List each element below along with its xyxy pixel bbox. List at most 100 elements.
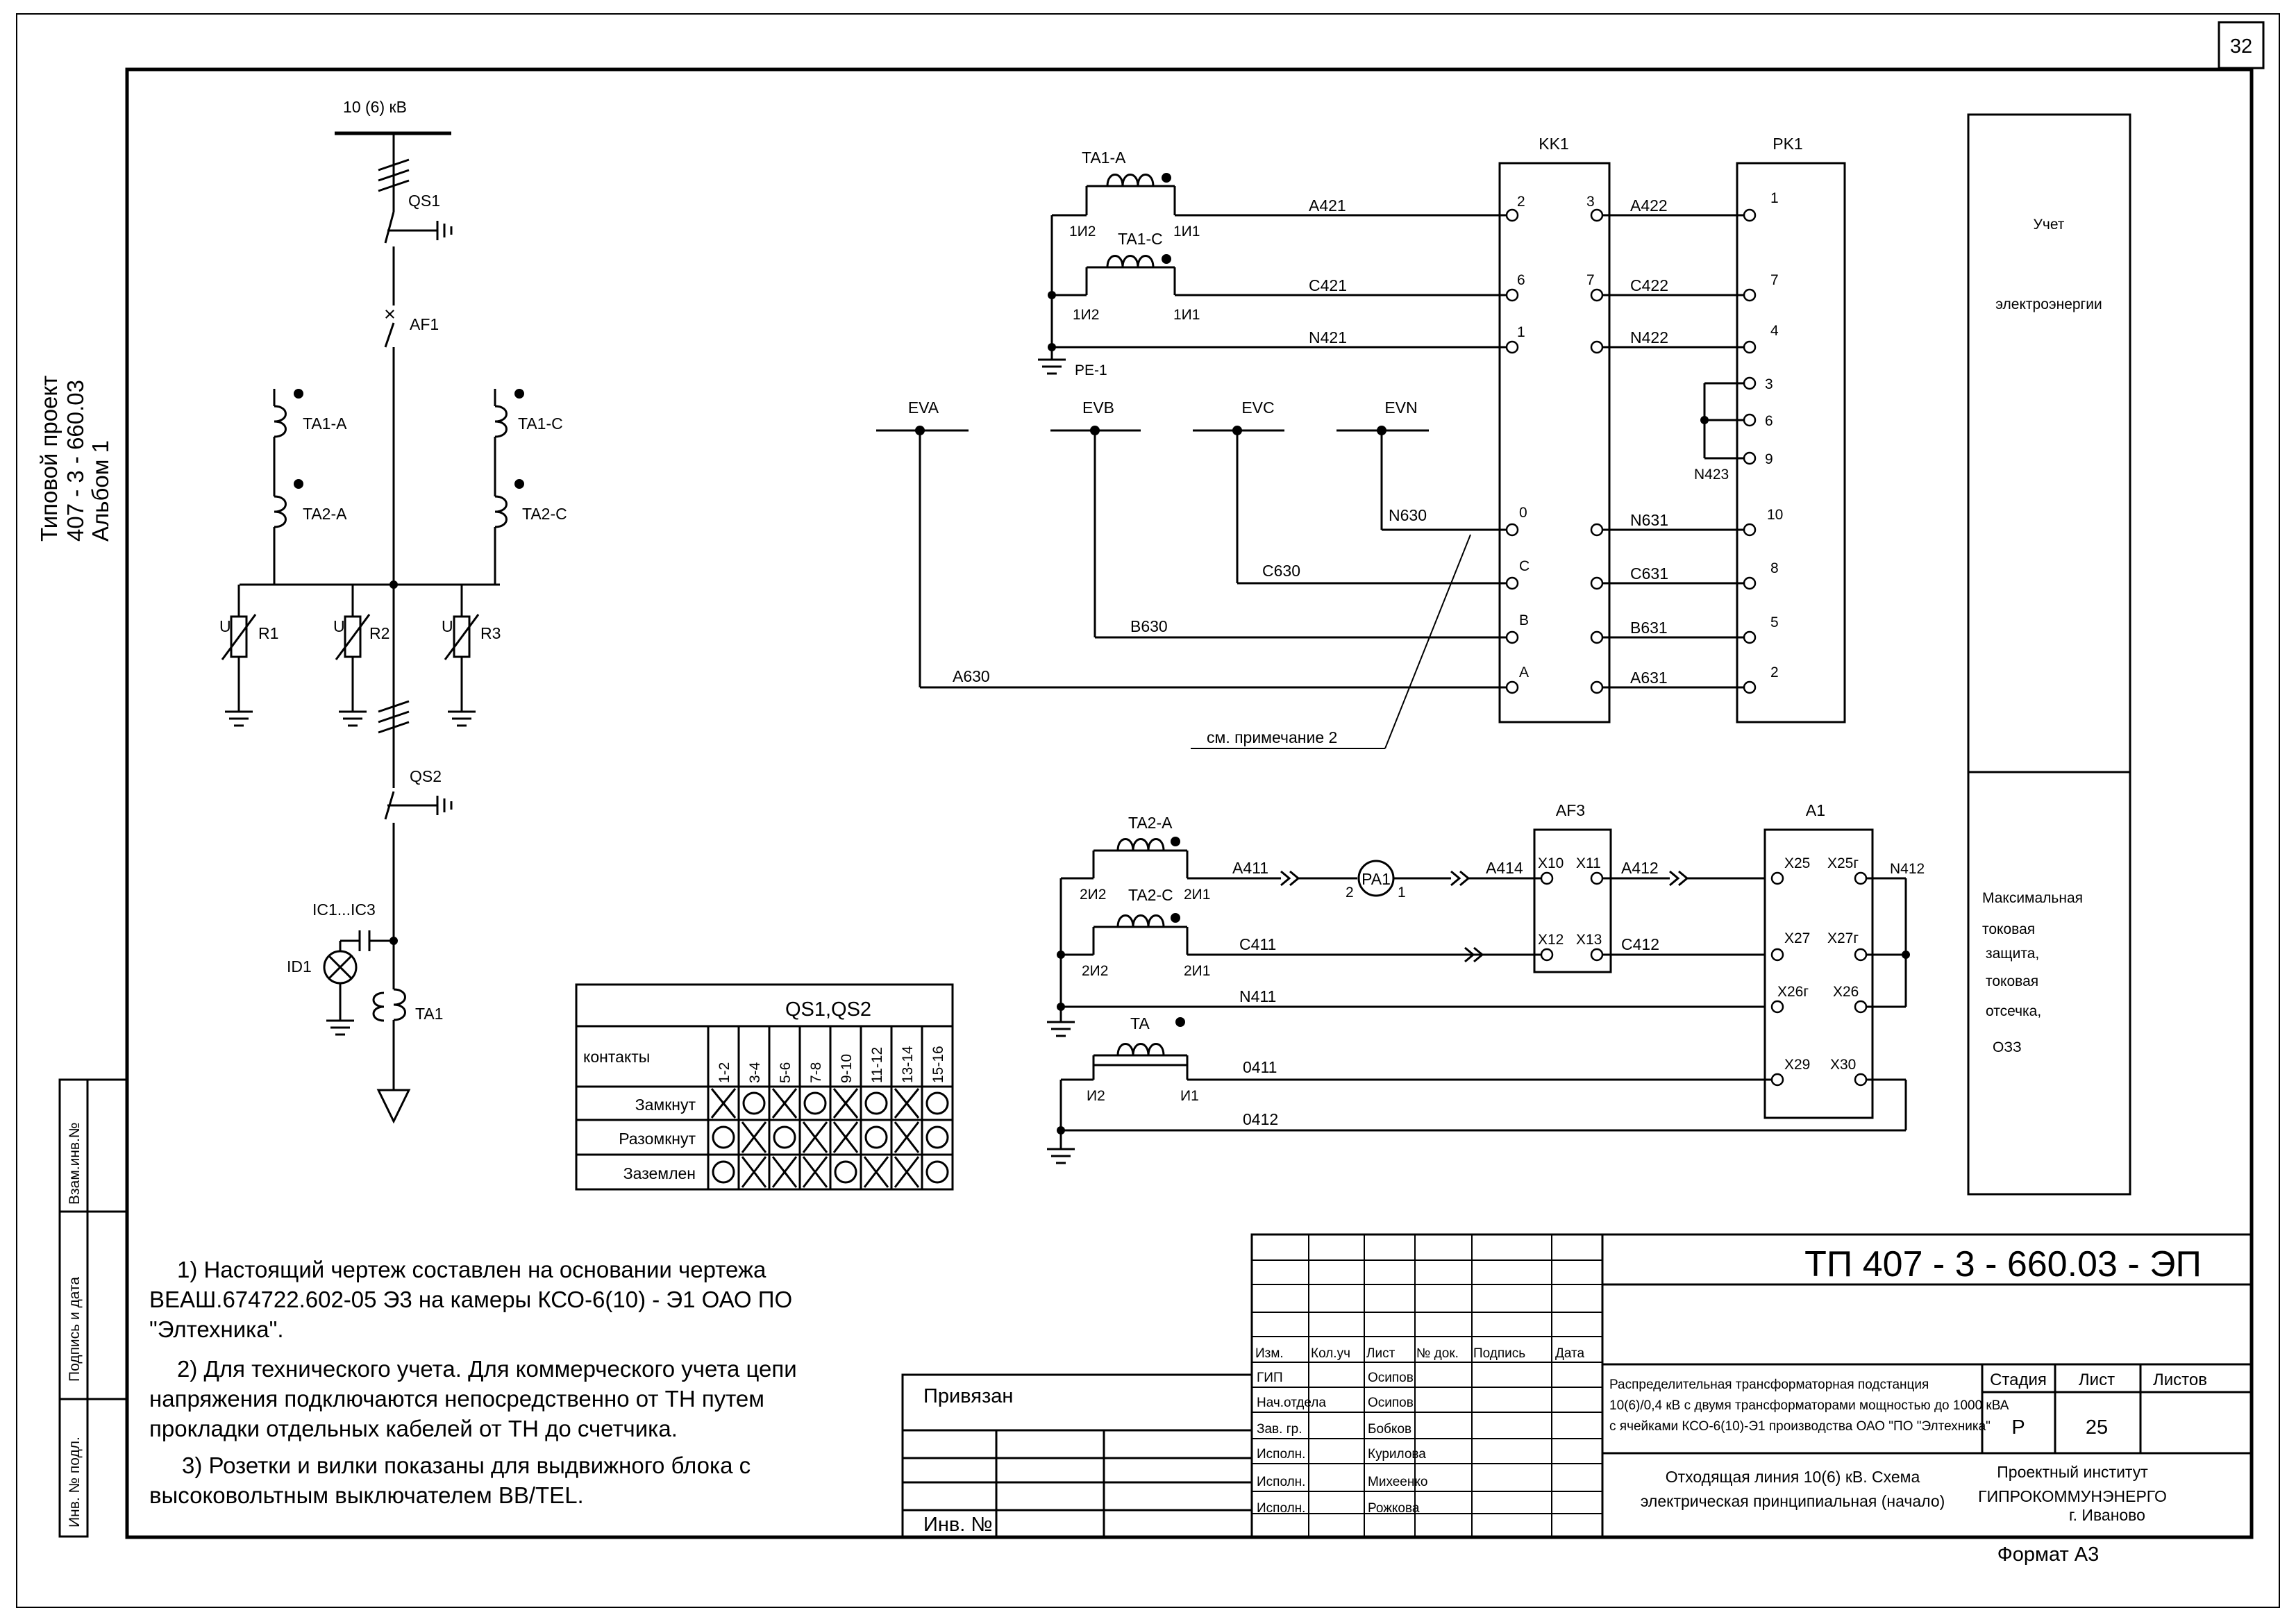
a1-x29: X29 bbox=[1784, 1057, 1810, 1073]
m-i1-a: 1И1 bbox=[1173, 224, 1200, 240]
a1-x27: X27 bbox=[1784, 930, 1810, 946]
ta2c-label: TA2-C bbox=[522, 505, 567, 523]
r3-label: R3 bbox=[480, 624, 501, 642]
af3-block bbox=[1533, 828, 1612, 973]
wire-c630: C630 bbox=[1262, 562, 1300, 580]
pk-pin-5: 5 bbox=[1770, 614, 1779, 630]
kk-pin-b: B bbox=[1519, 612, 1529, 628]
stage-value: Р bbox=[2011, 1416, 2025, 1439]
note-2c: прокладки отдельных кабелей от ТН до сче… bbox=[149, 1416, 678, 1441]
qs-column-header: 3-4 bbox=[747, 1062, 763, 1083]
org-1: Проектный институт bbox=[1997, 1463, 2148, 1481]
p-ta-label: TA bbox=[1130, 1014, 1150, 1032]
side-title: Типовой проект 407 - 3 - 660.03 Альбом 1 bbox=[36, 376, 113, 542]
pa1-label: PA1 bbox=[1361, 870, 1391, 888]
a1-label: A1 bbox=[1806, 801, 1825, 819]
stamp-name: Осипов bbox=[1368, 1396, 1414, 1410]
bus-label: 10 (6) кВ bbox=[343, 98, 407, 116]
r2-u: U bbox=[333, 617, 345, 635]
bus-evb: EVB bbox=[1082, 399, 1114, 417]
kk-pin-c: C bbox=[1519, 558, 1530, 574]
ta1-label: TA1 bbox=[415, 1005, 443, 1023]
panel-top-1: Учет bbox=[2034, 217, 2065, 233]
left-margin-fields: Взам.инв.№ Подпись и дата Инв. № подл. bbox=[58, 1078, 127, 1538]
panel-bot-2: токовая bbox=[1982, 921, 2035, 937]
pk-pin-6: 6 bbox=[1765, 413, 1773, 429]
field-vzam-inv: Взам.инв.№ bbox=[67, 1123, 83, 1205]
stamp-name: Михеенко bbox=[1368, 1475, 1427, 1489]
sheets-label: Листов bbox=[2153, 1371, 2207, 1389]
note-1a: 1) Настоящий чертеж составлен на основан… bbox=[177, 1257, 766, 1282]
sheet-value: 25 bbox=[2086, 1416, 2108, 1439]
panel-top-2: электроэнергии bbox=[1995, 296, 2102, 312]
qs-mark-closed bbox=[832, 1088, 859, 1119]
wire-0411: 0411 bbox=[1243, 1058, 1277, 1076]
qs-column-header: 5-6 bbox=[778, 1062, 794, 1083]
qs-row-label: Замкнут bbox=[635, 1096, 696, 1114]
kk-pin-1: 1 bbox=[1517, 324, 1525, 340]
pk1-label: PK1 bbox=[1773, 135, 1802, 153]
ta2a-label: TA2-A bbox=[303, 505, 347, 523]
qs-row-label: Заземлен bbox=[623, 1164, 696, 1182]
r2-label: R2 bbox=[369, 624, 389, 642]
qs2-label: QS2 bbox=[410, 767, 442, 785]
org-2: ГИПРОКОММУНЭНЕРГО bbox=[1978, 1487, 2167, 1505]
m-ta1a-label: TA1-A bbox=[1082, 149, 1126, 167]
panel-bot-4: токовая bbox=[1986, 973, 2038, 989]
bus-eva: EVA bbox=[908, 399, 939, 417]
qs-mark-closed bbox=[802, 1156, 828, 1188]
qs-mark-open bbox=[773, 1125, 796, 1149]
right-panel: Учет электроэнергии Максимальная токовая… bbox=[1967, 113, 2131, 1196]
id1-label: ID1 bbox=[287, 957, 312, 976]
r3-u: U bbox=[442, 617, 453, 635]
pk-pin-9: 9 bbox=[1765, 451, 1773, 467]
ta1c-label: TA1-C bbox=[518, 415, 563, 433]
desc-3: с ячейками КСО-6(10)-Э1 производства ОАО… bbox=[1609, 1419, 1991, 1434]
wire-a421: A421 bbox=[1309, 196, 1346, 215]
wire-a412: A412 bbox=[1621, 859, 1659, 877]
wire-a422: A422 bbox=[1630, 196, 1668, 215]
af3-x12: X12 bbox=[1538, 932, 1564, 948]
qs-column-header: 9-10 bbox=[839, 1054, 855, 1083]
sheet-number: 32 bbox=[2230, 35, 2252, 58]
r1-label: R1 bbox=[258, 624, 278, 642]
note-3b: высоковольтным выключателем BB/TEL. bbox=[149, 1482, 584, 1508]
a1-x27g: X27г bbox=[1827, 930, 1859, 946]
qs-mark-open bbox=[864, 1125, 888, 1149]
p-i1-c: 2И1 bbox=[1184, 963, 1210, 979]
wire-a631: A631 bbox=[1630, 669, 1668, 687]
m-i2-c: 1И2 bbox=[1073, 307, 1099, 323]
qs-column-header: 11-12 bbox=[869, 1047, 885, 1083]
side-title-line3: Альбом 1 bbox=[87, 440, 113, 542]
kk-pin-3: 3 bbox=[1586, 194, 1595, 210]
qs-mark-open bbox=[834, 1160, 857, 1184]
qs1-label: QS1 bbox=[408, 192, 440, 210]
stamp-header: Изм. bbox=[1255, 1346, 1284, 1361]
kk-pin-6: 6 bbox=[1517, 272, 1525, 288]
af3-x13: X13 bbox=[1576, 932, 1602, 948]
stage-label: Стадия bbox=[1990, 1371, 2047, 1389]
kk1-label: KK1 bbox=[1539, 135, 1568, 153]
panel-bot-3: защита, bbox=[1986, 946, 2039, 962]
wire-b630: B630 bbox=[1130, 617, 1168, 635]
qs-row-label: Разомкнут bbox=[619, 1130, 696, 1148]
pa1-pin2: 2 bbox=[1346, 885, 1354, 901]
ta1a-label: TA1-A bbox=[303, 415, 347, 433]
pk-pin-7: 7 bbox=[1770, 272, 1779, 288]
qs-mark-closed bbox=[832, 1121, 859, 1153]
p-ti2: И2 bbox=[1087, 1088, 1105, 1104]
stamp-name: Осипов bbox=[1368, 1371, 1414, 1385]
note-2a: 2) Для технического учета. Для коммерчес… bbox=[177, 1356, 797, 1382]
note-1b: ВЕАШ.674722.602-05 Э3 на камеры КСО-6(10… bbox=[149, 1287, 792, 1312]
wire-n421: N421 bbox=[1309, 328, 1347, 346]
a1-x26g: X26г bbox=[1777, 984, 1809, 1000]
a1-x25: X25 bbox=[1784, 855, 1810, 871]
panel-bot-1: Максимальная bbox=[1982, 890, 2083, 906]
qs-mark-open bbox=[925, 1091, 949, 1115]
p-i2-a: 2И2 bbox=[1080, 887, 1106, 903]
format-label: Формат А3 bbox=[1997, 1543, 2100, 1566]
kk-pin-2: 2 bbox=[1517, 194, 1525, 210]
stamp-role: Зав. гр. bbox=[1257, 1422, 1302, 1437]
p-ta2a-label: TA2-A bbox=[1128, 814, 1173, 832]
qs-table-title: QS1,QS2 bbox=[785, 998, 871, 1021]
